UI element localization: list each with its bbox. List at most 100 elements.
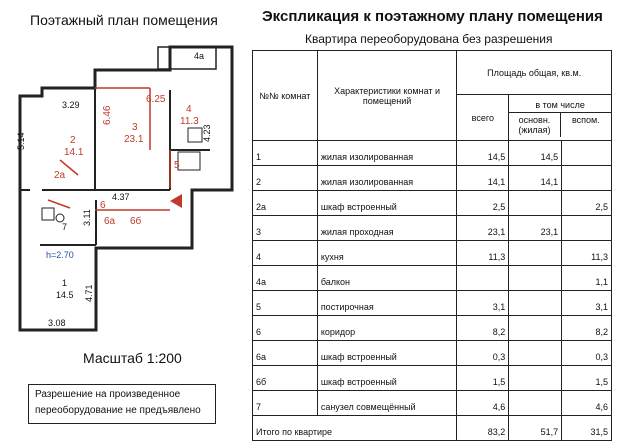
header-characteristics: Характеристики комнат и помещений xyxy=(316,50,458,141)
cell-name: коридор xyxy=(316,315,458,341)
cell-main xyxy=(508,340,563,366)
header-area: Площадь общая, кв.м. xyxy=(456,50,612,95)
cell-aux: 1,5 xyxy=(561,365,612,391)
dim-311: 3.11 xyxy=(82,209,92,226)
label-room6b: 6б xyxy=(130,215,142,227)
label-room1-area: 14.5 xyxy=(56,290,74,300)
cell-name: кухня xyxy=(316,240,458,266)
cell-main: 23,1 xyxy=(508,215,563,241)
cell-aux xyxy=(561,165,612,191)
plan-scale: Масштаб 1:200 xyxy=(83,350,182,366)
cell-total: 23,1 xyxy=(456,215,510,241)
cell-main xyxy=(508,240,563,266)
cell-number: 6 xyxy=(252,315,318,341)
cell-total xyxy=(456,265,510,291)
explication-title: Экспликация к поэтажному плану помещения xyxy=(262,8,603,25)
cell-total: 14,5 xyxy=(456,140,510,166)
cell-name: жилая изолированная xyxy=(316,140,458,166)
header-including-cell: в том числе основн. (жилая) вспом. xyxy=(508,94,612,141)
cell-aux: 2,5 xyxy=(561,190,612,216)
cell-main xyxy=(508,365,563,391)
cell-number: 5 xyxy=(252,290,318,316)
plan-title: Поэтажный план помещения xyxy=(30,12,218,28)
cell-aux: 3,1 xyxy=(561,290,612,316)
cell-name: санузел совмещённый xyxy=(316,390,458,416)
label-room3-area: 23.1 xyxy=(124,134,144,145)
cell-name: постирочная xyxy=(316,290,458,316)
cell-number: 7 xyxy=(252,390,318,416)
header-including: в том числе xyxy=(509,98,611,113)
cell-aux: 4,6 xyxy=(561,390,612,416)
label-room2-area: 14.1 xyxy=(64,147,84,158)
total-aux: 31,5 xyxy=(561,415,612,441)
cell-total: 4,6 xyxy=(456,390,510,416)
cell-aux: 11,3 xyxy=(561,240,612,266)
cell-aux: 0,3 xyxy=(561,340,612,366)
permission-note: Разрешение на произведенное переоборудов… xyxy=(28,384,216,424)
total-label: Итого по квартире xyxy=(251,415,458,441)
label-room2a: 2а xyxy=(54,170,66,181)
cell-name: жилая изолированная xyxy=(316,165,458,191)
cell-main xyxy=(508,290,563,316)
header-total: всего xyxy=(456,94,510,141)
note-line-1: Разрешение на произведенное xyxy=(35,389,181,400)
cell-main xyxy=(508,265,563,291)
cell-number: 2а xyxy=(252,190,318,216)
note-line-2: переоборудование не предъявлено xyxy=(35,405,201,416)
label-room2-no: 2 xyxy=(70,135,76,146)
cell-aux: 1,1 xyxy=(561,265,612,291)
cell-number: 2 xyxy=(252,165,318,191)
label-room4-no: 4 xyxy=(186,104,192,115)
header-aux: вспом. xyxy=(571,115,600,125)
explication-subtitle: Квартира переоборудована без разрешения xyxy=(305,32,553,46)
dim-308: 3.08 xyxy=(48,318,66,328)
label-room6-no: 6 xyxy=(100,200,106,211)
cell-number: 6б xyxy=(252,365,318,391)
cell-aux xyxy=(561,215,612,241)
cell-main: 14,1 xyxy=(508,165,563,191)
cell-total: 11,3 xyxy=(456,240,510,266)
dim-471: 4.71 xyxy=(84,284,94,302)
dim-329: 3.29 xyxy=(62,100,80,110)
cell-number: 4 xyxy=(252,240,318,266)
cell-total: 2,5 xyxy=(456,190,510,216)
cell-number: 1 xyxy=(252,140,318,166)
total-row: Итого по квартире 83,2 51,7 31,5 xyxy=(251,415,612,441)
label-balcony: 4а xyxy=(194,51,204,61)
cell-number: 3 xyxy=(252,215,318,241)
label-height: h=2.70 xyxy=(46,250,74,260)
total-main: 51,7 xyxy=(508,415,563,441)
header-number: №№ комнат xyxy=(252,50,318,141)
cell-number: 4а xyxy=(252,265,318,291)
dim-625: 6.25 xyxy=(146,94,166,105)
cell-name: шкаф встроенный xyxy=(316,365,458,391)
entrance-arrow xyxy=(170,194,182,208)
cell-main xyxy=(508,390,563,416)
dim-423: 4.23 xyxy=(202,124,212,142)
cell-main: 14,5 xyxy=(508,140,563,166)
cell-total: 14,1 xyxy=(456,165,510,191)
cell-main xyxy=(508,315,563,341)
label-room6a: 6а xyxy=(104,216,116,227)
cell-aux xyxy=(561,140,612,166)
cell-name: шкаф встроенный xyxy=(316,190,458,216)
label-room4-area: 11.3 xyxy=(180,116,199,127)
header-main: основн. (жилая) xyxy=(509,113,561,137)
total-all: 83,2 xyxy=(456,415,510,441)
cell-name: балкон xyxy=(316,265,458,291)
cell-name: жилая проходная xyxy=(316,215,458,241)
label-room1-no: 1 xyxy=(62,278,67,288)
label-room3-no: 3 xyxy=(132,122,138,133)
cell-number: 6а xyxy=(252,340,318,366)
